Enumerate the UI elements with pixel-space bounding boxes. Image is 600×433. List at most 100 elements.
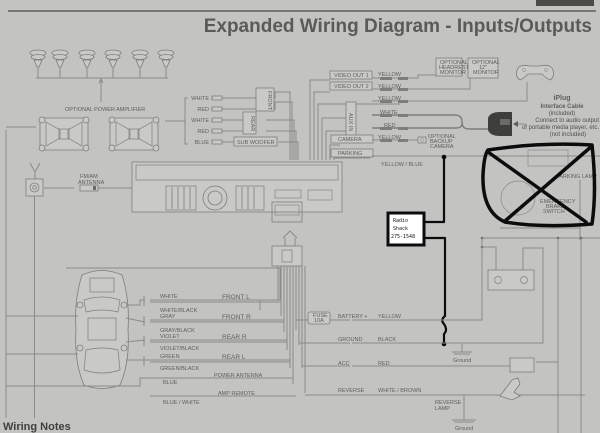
- game-controller-icon: [516, 64, 554, 81]
- speaker-wire-pos: GRAY: [160, 314, 176, 320]
- aux-wire-red: RED: [384, 123, 396, 129]
- brand-strip: [536, 0, 594, 6]
- page-title: Expanded Wiring Diagram - Inputs/Outputs: [204, 16, 592, 37]
- parking-box: [330, 148, 374, 158]
- reverse-lamp-line1: REVERSE: [435, 400, 462, 406]
- rca-wire-color: WHITE: [191, 118, 209, 124]
- amplifier-2: [108, 116, 160, 152]
- misc-wire-color: BLUE / WHITE: [163, 400, 200, 406]
- annotation-line3: 275-1548: [391, 234, 415, 240]
- brake-switch-line2: BRAKE: [546, 204, 565, 210]
- video-out-2-box: [329, 81, 373, 91]
- front-group-box: [255, 87, 275, 112]
- headrest-monitor: OPTIONAL HEADREST MONITOR: [435, 57, 470, 77]
- speaker-channel: FRONT R: [222, 314, 251, 321]
- front-group-label: FRONT: [266, 91, 272, 111]
- power-wire: YELLOW: [378, 314, 402, 320]
- speaker-wire-pos: GREEN: [160, 354, 180, 360]
- speaker-wire-neg: WHITE/BLACK: [160, 308, 198, 314]
- video-out-2-wire: YELLOW: [378, 84, 402, 90]
- monitor-line3: MONITOR: [473, 70, 499, 76]
- aux-in-label: AUX IN: [347, 113, 353, 131]
- speaker-wire-pos: VIOLET: [160, 334, 180, 340]
- video-out-2-label: VIDEO OUT 2: [334, 84, 369, 90]
- rca-wire-color: BLUE: [195, 140, 210, 146]
- video-out-1-wire: YELLOW: [378, 72, 402, 78]
- optional-monitor: OPTIONAL 12" MONITOR: [467, 57, 500, 79]
- subwoofer-label: SUB WOOFER: [237, 140, 275, 146]
- monitor-line1: OPTIONAL: [472, 60, 500, 66]
- wire-harness-connector: [271, 230, 303, 267]
- aux-wire-yellow: YELLOW: [378, 96, 402, 102]
- speaker-channel: REAR L: [222, 354, 246, 361]
- speaker-icon: [157, 49, 175, 78]
- speaker-wire-neg: GRAY/BLACK: [160, 328, 195, 334]
- harness-bundle: [259, 266, 306, 393]
- speaker-wire-neg: VIOLET/BLACK: [160, 346, 199, 352]
- parking-brake-section: [500, 149, 581, 240]
- ground-label: Ground: [453, 358, 471, 364]
- car-top-view-icon: [6, 267, 281, 389]
- power-wire: RED: [378, 361, 390, 367]
- annotation-line2: Shack: [393, 226, 408, 232]
- video-out-1-label: VIDEO OUT 1: [334, 73, 369, 79]
- annotation-line1: Radio: [393, 218, 408, 224]
- subwoofer-box: [233, 136, 278, 147]
- antenna-icon: [25, 162, 44, 418]
- camera-box: [330, 134, 374, 144]
- power-wire: WHITE / BROWN: [378, 388, 421, 394]
- misc-wire-function: AMP REMOTE: [218, 391, 255, 397]
- misc-wire-color: BLUE: [163, 380, 178, 386]
- headrest-monitor-line3: MONITOR: [440, 70, 466, 76]
- speaker-icon: [131, 49, 149, 78]
- backup-camera-line3: CAMERA: [430, 144, 454, 150]
- power-function: GROUND: [338, 337, 362, 343]
- rca-wire-color: WHITE: [191, 96, 209, 102]
- reverse-lamp-line2: LAMP: [435, 406, 450, 412]
- gear-shift-icon: [499, 377, 521, 401]
- misc-wires: BLUE POWER ANTENNA BLUE / WHITE AMP REMO…: [6, 373, 296, 406]
- power-function: REVERSE: [338, 388, 365, 394]
- wiring-notes-heading: Wiring Notes: [3, 421, 71, 433]
- power-wire: BLACK: [378, 337, 396, 343]
- rca-wires: WHITE RED WHITE RED BLUE: [191, 91, 299, 160]
- misc-wire-function: POWER ANTENNA: [214, 373, 263, 379]
- fuse-line1: FUSE: [313, 313, 328, 319]
- headrest-monitor-line2: HEADREST: [439, 65, 470, 71]
- hand-drawn-cross-out: [481, 142, 597, 228]
- ground-symbol: [452, 344, 472, 355]
- speaker-icon: [51, 49, 69, 78]
- power-wires: FUSE 10A BATTERY + YELLOW GROUND BLACK A…: [296, 311, 421, 396]
- brake-switch-line3: SWITCH: [543, 209, 565, 215]
- backup-camera-line1: OPTIONAL: [428, 134, 456, 140]
- iplug-title: Interface Cable: [540, 104, 584, 110]
- speaker-icon: [78, 49, 96, 78]
- battery-section: [352, 236, 600, 433]
- monitor-line2: 12": [479, 65, 487, 71]
- amplifier-1: [38, 116, 90, 152]
- camera-wire: YELLOW: [378, 135, 402, 141]
- amp-speakers: [29, 49, 175, 102]
- speaker-channel: FRONT L: [222, 294, 250, 301]
- black-marker-wires: [422, 154, 448, 347]
- acc-switch-icon: [509, 357, 535, 373]
- headrest-monitor-line1: OPTIONAL: [440, 60, 468, 66]
- power-function: BATTERY +: [338, 314, 368, 320]
- aux-wire-white: WHITE: [380, 110, 398, 116]
- speaker-channel: REAR R: [222, 334, 247, 341]
- backup-camera-icon: [417, 136, 427, 144]
- video-io: VIDEO OUT 1 VIDEO OUT 2 YELLOW YELLOW AU…: [309, 70, 600, 168]
- speaker-icon: [104, 49, 122, 78]
- iplug-note-3: (not included): [550, 132, 586, 138]
- handwritten-annotation-box: Radio Shack 275-1548: [386, 211, 426, 247]
- rear-group-label: REAR: [249, 116, 255, 131]
- iplug-connector-icon: [488, 112, 512, 136]
- rca-wire-color: RED: [197, 129, 209, 135]
- parking-label: PARKING: [338, 151, 362, 157]
- parking-wire: YELLOW / BLUE: [381, 162, 423, 168]
- iplug-subtitle: (included): [549, 111, 575, 117]
- battery-icon: [487, 269, 535, 291]
- ground-symbol-2: [452, 395, 476, 423]
- speaker-icon: [29, 49, 47, 78]
